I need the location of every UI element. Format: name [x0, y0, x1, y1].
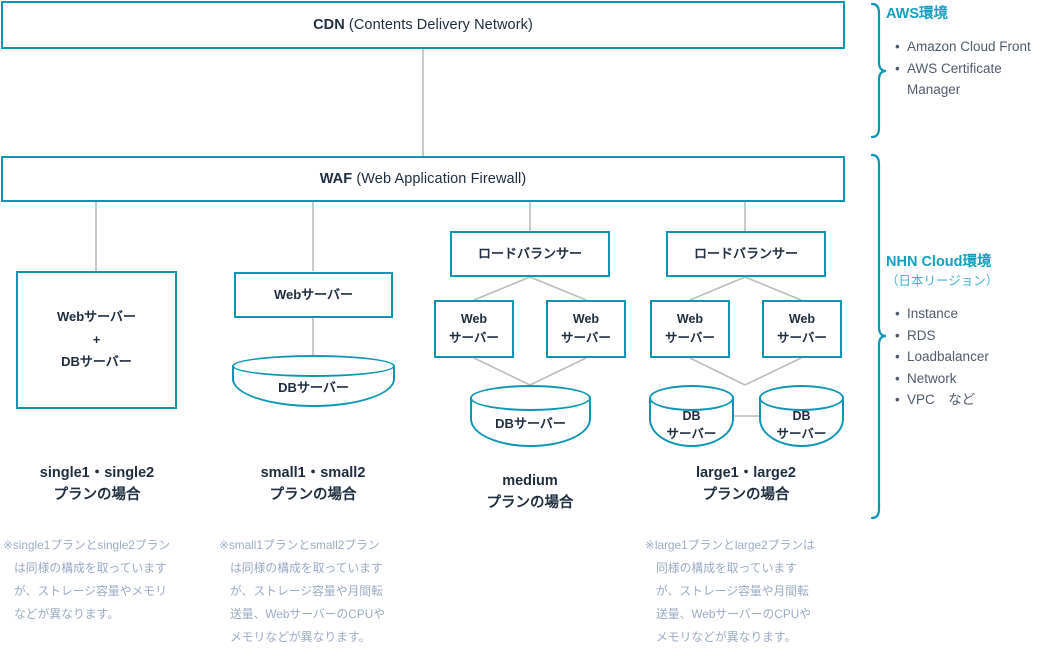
combo-line-db: DBサーバー	[61, 354, 132, 370]
plan-label-medium-line2: プランの場合	[486, 495, 574, 512]
legend-item-nhn-0: Instance	[893, 303, 1053, 325]
legend-item-nhn-4: VPC など	[893, 389, 1053, 411]
db-line-1: DB	[682, 409, 701, 423]
footnote-small-line-2: が、ストレージ容量や月間転	[230, 584, 383, 598]
node-web-server-large-2-label: Web サーバー	[777, 310, 827, 348]
node-load-balancer-medium-label: ロードバランサー	[477, 246, 582, 262]
footnote-large-line-4: メモリなどが異なります。	[656, 630, 797, 644]
node-db-server-medium-label: DBサーバー	[495, 416, 566, 431]
footnote-single-line-2: が、ストレージ容量やメモリ	[14, 584, 167, 598]
combo-line-plus: +	[92, 331, 101, 347]
web-line-1: Web	[676, 312, 704, 327]
node-db-server-large-2-label: DB サーバー	[759, 407, 844, 443]
node-web-server-medium-1: Web サーバー	[434, 300, 514, 358]
footnote-single-line-3: などが異なります。	[14, 607, 119, 621]
node-web-server-small-label: Webサーバー	[273, 287, 354, 303]
legend-title-nhn: NHN Cloud環境 （日本リージョン）	[886, 253, 1056, 289]
node-web-server-large-1-label: Web サーバー	[665, 310, 715, 348]
node-web-server-large-1: Web サーバー	[650, 300, 730, 358]
web-line-2: サーバー	[665, 331, 715, 345]
node-load-balancer-large: ロードバランサー	[666, 231, 826, 277]
plan-label-single-line1: single1・single2	[39, 465, 155, 481]
plan-label-single-line2: プランの場合	[53, 487, 141, 504]
db-line-2: サーバー	[666, 427, 717, 442]
footnote-large: ※large1プランとlarge2プランは 同様の構成を取っています が、ストレ…	[645, 534, 860, 649]
footnote-large-line-0: ※large1プランとlarge2プランは	[645, 538, 815, 552]
footnote-single: ※single1プランとsingle2プラン は同様の構成を取っています が、ス…	[3, 534, 208, 626]
node-db-server-small: DBサーバー	[232, 355, 395, 407]
plan-label-small-line1: small1・small2	[260, 465, 366, 481]
legend-title-aws: AWS環境	[886, 5, 1056, 25]
cdn-banner: CDN (Contents Delivery Network)	[1, 1, 845, 49]
legend-subtitle-nhn: （日本リージョン）	[886, 273, 999, 288]
plan-label-small-line2: プランの場合	[269, 487, 357, 504]
waf-banner-text: WAF (Web Application Firewall)	[320, 171, 527, 187]
db-line-1: DB	[792, 409, 811, 423]
node-load-balancer-large-label: ロードバランサー	[693, 246, 798, 262]
web-line-1: Web	[572, 312, 600, 327]
combo-line-web: Webサーバー	[56, 308, 137, 324]
plan-label-large-line2: プランの場合	[702, 487, 790, 504]
node-load-balancer-medium: ロードバランサー	[450, 231, 610, 277]
plan-label-large: large1・large2 プランの場合	[655, 462, 837, 507]
footnote-small-line-1: は同様の構成を取っています	[230, 561, 383, 575]
footnote-single-line-0: ※single1プランとsingle2プラン	[3, 538, 171, 552]
plan-label-small: small1・small2 プランの場合	[222, 462, 404, 507]
footnote-small-line-3: 送量、WebサーバーのCPUや	[230, 607, 386, 621]
node-web-db-combined-label: Webサーバー + DBサーバー	[57, 306, 136, 374]
node-web-db-combined: Webサーバー + DBサーバー	[16, 271, 177, 409]
plan-label-medium: medium プランの場合	[439, 470, 621, 515]
legend-item-aws-0: Amazon Cloud Front	[893, 36, 1053, 58]
legend-item-aws-1: AWS Certificate Manager	[893, 58, 1053, 101]
node-web-server-medium-2-label: Web サーバー	[561, 310, 611, 348]
node-db-server-small-label: DBサーバー	[278, 380, 349, 395]
footnote-large-line-1: 同様の構成を取っています	[656, 561, 797, 575]
web-line-1: Web	[788, 312, 816, 327]
web-line-2: サーバー	[449, 331, 499, 345]
footnote-large-line-2: が、ストレージ容量や月間転	[656, 584, 809, 598]
legend-item-nhn-1: RDS	[893, 325, 1053, 347]
legend-list-nhn: Instance RDS Loadbalancer Network VPC など	[893, 303, 1053, 411]
cdn-banner-text: CDN (Contents Delivery Network)	[313, 17, 533, 33]
plan-label-medium-line1: medium	[502, 473, 558, 489]
legend-item-nhn-3: Network	[893, 368, 1053, 390]
node-web-server-small: Webサーバー	[234, 272, 393, 318]
cdn-bold-label: CDN	[313, 17, 345, 33]
web-line-1: Web	[460, 312, 488, 327]
node-db-server-medium: DBサーバー	[470, 385, 591, 447]
db-line-2: サーバー	[776, 427, 827, 442]
web-line-2: サーバー	[777, 331, 827, 345]
legend-title-nhn-text: NHN Cloud環境	[886, 254, 992, 270]
waf-banner: WAF (Web Application Firewall)	[1, 156, 845, 202]
footnote-small-line-0: ※small1プランとsmall2プラン	[219, 538, 380, 552]
node-web-server-large-2: Web サーバー	[762, 300, 842, 358]
legend-list-aws: Amazon Cloud Front AWS Certificate Manag…	[893, 36, 1053, 101]
node-web-server-medium-2: Web サーバー	[546, 300, 626, 358]
cdn-rest-label: (Contents Delivery Network)	[344, 17, 533, 33]
plan-label-large-line1: large1・large2	[696, 465, 796, 481]
footnote-large-line-3: 送量、WebサーバーのCPUや	[656, 607, 812, 621]
web-line-2: サーバー	[561, 331, 611, 345]
legend-item-nhn-2: Loadbalancer	[893, 346, 1053, 368]
node-db-server-large-1: DB サーバー	[649, 385, 734, 447]
waf-rest-label: (Web Application Firewall)	[352, 171, 527, 187]
legend-title-aws-text: AWS環境	[886, 6, 949, 22]
plan-label-single: single1・single2 プランの場合	[6, 462, 188, 507]
footnote-small-line-4: メモリなどが異なります。	[230, 630, 371, 644]
footnote-single-line-1: は同様の構成を取っています	[14, 561, 167, 575]
node-web-server-medium-1-label: Web サーバー	[449, 310, 499, 348]
waf-bold-label: WAF	[319, 171, 353, 187]
footnote-small: ※small1プランとsmall2プラン は同様の構成を取っています が、ストレ…	[219, 534, 424, 649]
node-db-server-large-1-label: DB サーバー	[649, 407, 734, 443]
node-db-server-large-2: DB サーバー	[759, 385, 844, 447]
